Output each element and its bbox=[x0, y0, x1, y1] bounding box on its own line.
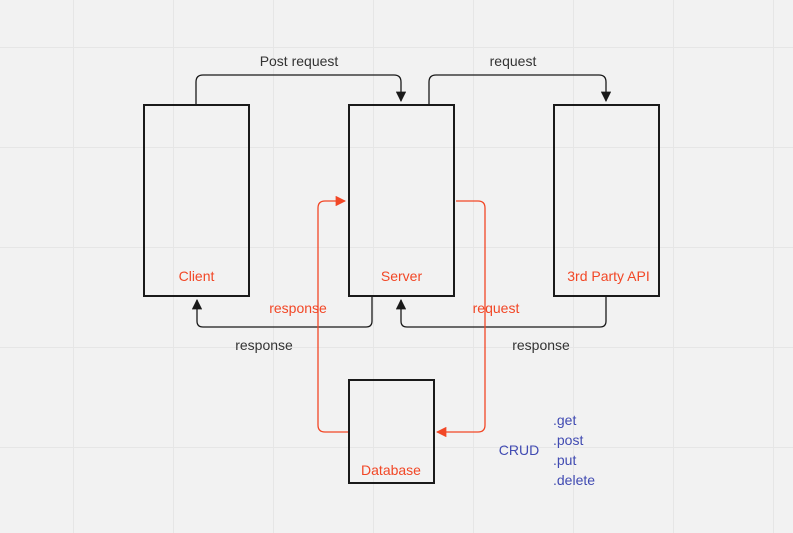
api-to-server-connector[interactable] bbox=[395, 297, 607, 328]
crud-method-post: .post bbox=[553, 432, 583, 448]
server-to-client-connector[interactable] bbox=[191, 297, 373, 328]
post-request-label: Post request bbox=[260, 53, 339, 69]
database-response-label: response bbox=[269, 300, 327, 316]
database-to-server-connector[interactable] bbox=[317, 195, 348, 433]
crud-method-get: .get bbox=[553, 412, 576, 428]
server-node[interactable]: Server bbox=[348, 104, 455, 297]
client-label: Client bbox=[179, 268, 215, 284]
server-to-database-connector[interactable] bbox=[435, 200, 486, 438]
database-request-label: request bbox=[473, 300, 520, 316]
server-label: Server bbox=[381, 268, 423, 284]
client-response-label: response bbox=[235, 337, 293, 353]
client-to-server-connector[interactable] bbox=[195, 74, 407, 104]
crud-method-delete: .delete bbox=[553, 472, 595, 488]
crud-methods-list: .get .post .put .delete bbox=[553, 412, 595, 488]
crud-label: CRUD bbox=[499, 442, 539, 458]
crud-method-put: .put bbox=[553, 452, 576, 468]
client-node[interactable]: Client bbox=[143, 104, 250, 297]
server-to-api-connector[interactable] bbox=[428, 74, 612, 104]
database-node[interactable]: Database bbox=[348, 379, 435, 484]
third-party-api-label: 3rd Party API bbox=[567, 268, 649, 284]
database-label: Database bbox=[361, 462, 421, 478]
third-party-api-node[interactable]: 3rd Party API bbox=[553, 104, 660, 297]
api-response-label: response bbox=[512, 337, 570, 353]
api-request-label: request bbox=[490, 53, 537, 69]
